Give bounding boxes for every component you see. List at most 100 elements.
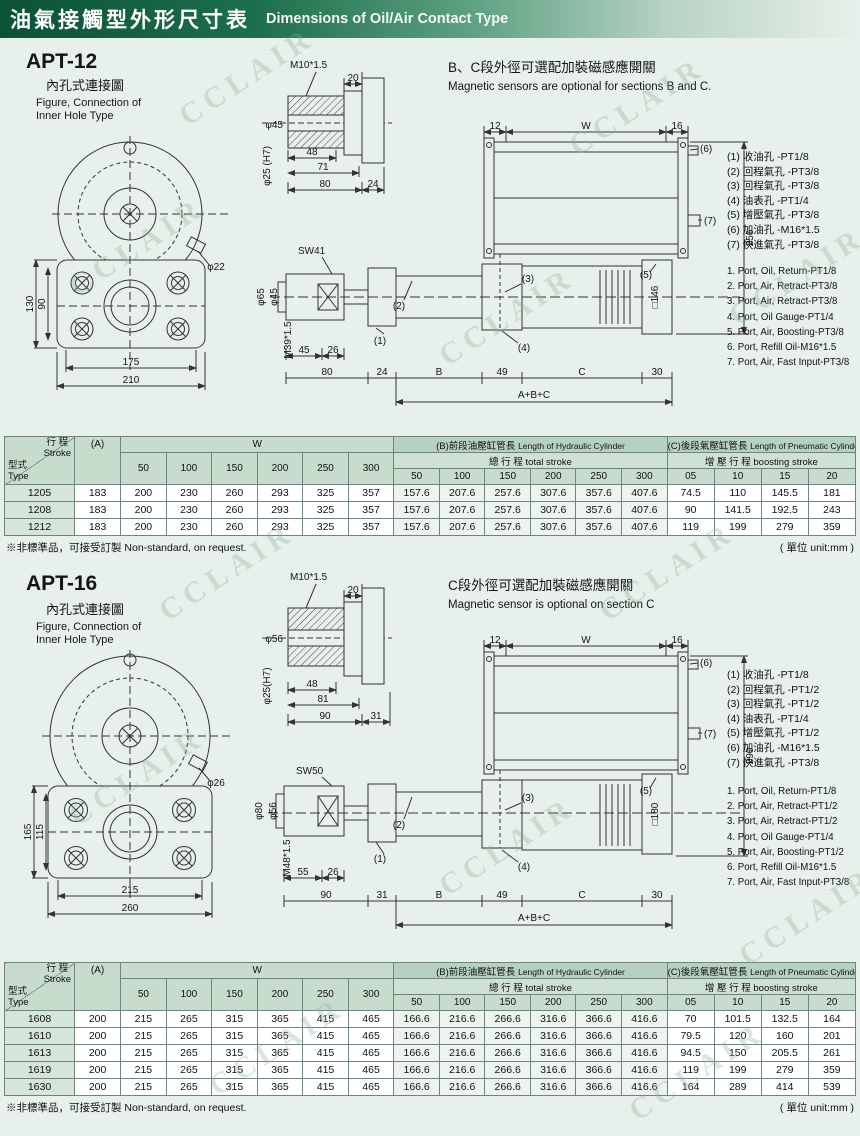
value-cell: 216.6 <box>438 1027 486 1045</box>
b-col: 50 <box>393 994 440 1011</box>
b-col: 150 <box>484 468 531 485</box>
dim-label: φ45 <box>269 288 280 306</box>
dim-label: □146 <box>650 285 661 308</box>
c-col: 10 <box>713 994 762 1011</box>
value-cell: 183 <box>74 501 122 519</box>
dim-label: 20 <box>347 585 359 596</box>
value-cell: 407.6 <box>621 484 668 502</box>
value-cell: 366.6 <box>575 1044 623 1062</box>
value-cell: 215 <box>120 1027 167 1045</box>
dim-label: 12 <box>489 635 501 646</box>
port-label: (3) 回程氣孔 -PT1/2 <box>727 698 820 711</box>
col-header-a: (A) <box>74 962 122 1011</box>
model-cell: 1608 <box>3 1010 76 1028</box>
model-cell: 1613 <box>3 1044 76 1062</box>
footnote-text: ※非標準品，可接受訂製 Non-standard, on request. <box>6 1102 247 1114</box>
dim-label: 90 <box>319 711 331 722</box>
port-label-en: 4. Port, Oil Gauge-PT1/4 <box>727 311 834 323</box>
value-cell: 215 <box>120 1078 167 1096</box>
value-cell: 230 <box>165 484 213 502</box>
value-cell: 539 <box>807 1078 857 1096</box>
sensor-note-zh: C段外徑可選配加裝磁感應開關 <box>448 577 633 593</box>
value-cell: 325 <box>302 518 349 536</box>
value-cell: 160 <box>760 1027 809 1045</box>
sensor-note-zh: B、C段外徑可選配加裝磁感應開關 <box>448 59 656 75</box>
value-cell: 266.6 <box>484 1027 531 1045</box>
w-col: 250 <box>302 978 349 1011</box>
value-cell: 315 <box>211 1078 258 1096</box>
value-cell: 215 <box>120 1044 167 1062</box>
dim-label: W <box>581 121 591 132</box>
dim-label: 48 <box>306 147 318 158</box>
apt16-section: APT-16 內孔式連接圖 Figure, Connection of Inne… <box>0 556 860 956</box>
b-col: 300 <box>621 994 668 1011</box>
value-cell: 415 <box>302 1078 349 1096</box>
value-cell: 192.5 <box>760 501 809 519</box>
dim-label: 16 <box>671 635 683 646</box>
dim-label: 290 <box>745 747 756 764</box>
figure-label-en: Inner Hole Type <box>36 110 113 122</box>
footnote-text: ※非標準品，可接受訂製 Non-standard, on request. <box>6 542 247 554</box>
callout-6: (6) <box>700 144 712 155</box>
port-label: (3) 回程氣孔 -PT3/8 <box>727 180 820 193</box>
dim-label: 90 <box>37 298 48 310</box>
value-cell: 74.5 <box>666 484 715 502</box>
value-cell: 110 <box>713 484 762 502</box>
dim-label: A+B+C <box>518 390 550 401</box>
callout-4: (4) <box>518 343 530 354</box>
apt16-drawing: APT-16 內孔式連接圖 Figure, Connection of Inne… <box>23 572 756 929</box>
value-cell: 119 <box>666 1061 715 1079</box>
dim-label: 80 <box>319 179 331 190</box>
value-cell: 357.6 <box>575 484 623 502</box>
section-title: APT-16 <box>26 572 97 595</box>
dim-label: A+B+C <box>518 913 550 924</box>
model-cell: 1208 <box>3 501 76 519</box>
value-cell: 316.6 <box>529 1044 577 1062</box>
value-cell: 120 <box>713 1027 762 1045</box>
w-col: 50 <box>120 978 167 1011</box>
value-cell: 293 <box>256 518 304 536</box>
value-cell: 201 <box>807 1027 857 1045</box>
value-cell: 293 <box>256 501 304 519</box>
value-cell: 265 <box>165 1078 213 1096</box>
port-label: (1) 收油孔 -PT1/8 <box>727 669 809 681</box>
value-cell: 366.6 <box>575 1078 623 1096</box>
dim-label: B <box>436 367 443 378</box>
value-cell: 157.6 <box>393 484 440 502</box>
value-cell: 216.6 <box>438 1078 486 1096</box>
dim-label: 71 <box>317 162 329 173</box>
value-cell: 166.6 <box>393 1010 440 1028</box>
total-stroke-header: 總 行 程 total stroke <box>393 452 668 469</box>
value-cell: 325 <box>302 484 349 502</box>
apt12-footnote: ※非標準品，可接受訂製 Non-standard, on request. ( … <box>6 540 854 555</box>
value-cell: 266.6 <box>484 1044 531 1062</box>
value-cell: 132.5 <box>760 1010 809 1028</box>
value-cell: 257.6 <box>484 484 531 502</box>
value-cell: 293 <box>256 484 304 502</box>
value-cell: 307.6 <box>529 484 577 502</box>
dim-label: M48*1.5 <box>282 839 293 877</box>
apt12-drawing: APT-12 內孔式連接圖 Figure, Connection of Inne… <box>25 50 756 406</box>
dim-label: φ25(H7) <box>262 667 273 704</box>
c-col: 05 <box>666 468 715 485</box>
value-cell: 266.6 <box>484 1061 531 1079</box>
port-label-en: 3. Port, Air, Retract-PT3/8 <box>727 296 838 308</box>
value-cell: 200 <box>74 1078 122 1096</box>
unit-note: ( 單位 unit:mm ) <box>779 542 854 554</box>
dim-label: 16 <box>671 121 683 132</box>
w-col: 50 <box>120 452 167 485</box>
dim-label: 24 <box>376 367 388 378</box>
dim-label: M10*1.5 <box>290 60 328 71</box>
callout-4: (4) <box>518 862 530 873</box>
port-label-en: 5. Port, Air, Boosting-PT3/8 <box>727 326 844 338</box>
value-cell: 316.6 <box>529 1027 577 1045</box>
dim-label: φ22 <box>207 262 225 273</box>
